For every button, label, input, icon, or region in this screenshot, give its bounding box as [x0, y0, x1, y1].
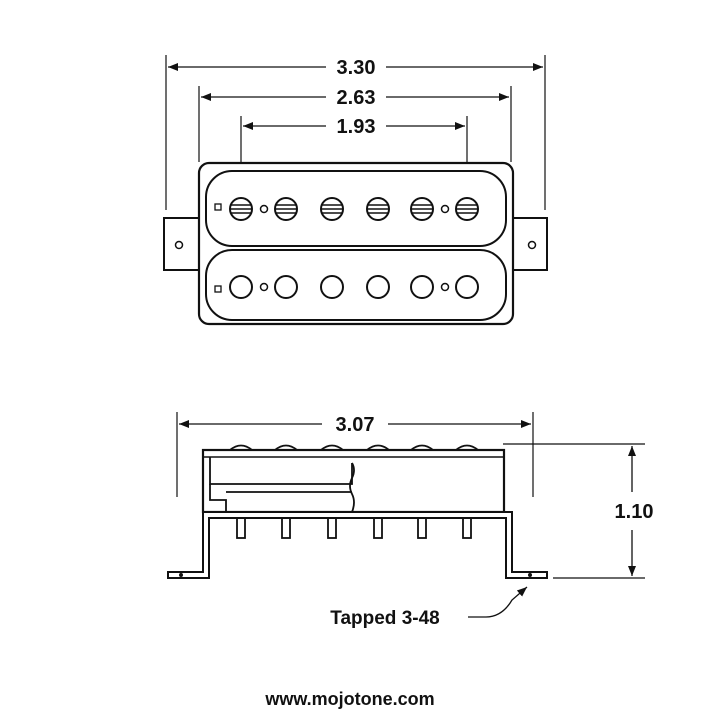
coil-hole [259, 204, 269, 214]
coil-hole [440, 204, 450, 214]
dimension-pole-spacing: 1.93 [243, 116, 465, 138]
pickup-coil-slug [205, 249, 507, 321]
pole-screw [274, 197, 298, 221]
side-view: 3.07 1.10 [167, 412, 654, 629]
callout-label-tapped: Tapped 3-48 [330, 608, 439, 629]
tapped-hole [528, 573, 532, 577]
dimension-label-overall-width: 3.30 [337, 57, 376, 79]
slug-pole [455, 275, 479, 299]
tapped-hole [179, 573, 183, 577]
dimension-label-base-plate-width: 3.07 [336, 414, 375, 436]
extension-lines [165, 55, 546, 210]
pickup-coil-screw [205, 170, 507, 247]
dimension-label-hole-spacing: 2.63 [337, 87, 376, 109]
dimension-label-height: 1.10 [615, 501, 654, 523]
base-plate [167, 511, 548, 579]
callout-tapped: Tapped 3-48 [330, 586, 528, 629]
coil-marker [214, 203, 222, 211]
extension-lines [176, 412, 645, 579]
screw-heads [227, 444, 481, 451]
pole-screw [229, 197, 253, 221]
coil-hole [259, 282, 269, 292]
slug-pole [366, 275, 390, 299]
pole-screw [320, 197, 344, 221]
dimension-hole-spacing: 2.63 [201, 87, 509, 109]
coil-marker [214, 285, 222, 293]
pole-screw [455, 197, 479, 221]
pole-screws [229, 197, 479, 221]
coil-hole [440, 282, 450, 292]
website-url: www.mojotone.com [264, 689, 434, 709]
dimension-overall-width: 3.30 [168, 57, 543, 79]
slug-pole [410, 275, 434, 299]
slug-pole [229, 275, 253, 299]
slug-pole [274, 275, 298, 299]
dimension-label-pole-spacing: 1.93 [337, 116, 376, 138]
pole-screw [366, 197, 390, 221]
slug-pole [320, 275, 344, 299]
pole-screw [410, 197, 434, 221]
top-view: 3.30 2.63 1.93 [163, 55, 548, 326]
dimension-height: 1.10 [615, 446, 654, 576]
slug-poles [229, 275, 479, 299]
mounting-ear-left [163, 217, 205, 271]
dimension-base-plate-width: 3.07 [179, 414, 531, 436]
cutaway-section [209, 457, 355, 513]
